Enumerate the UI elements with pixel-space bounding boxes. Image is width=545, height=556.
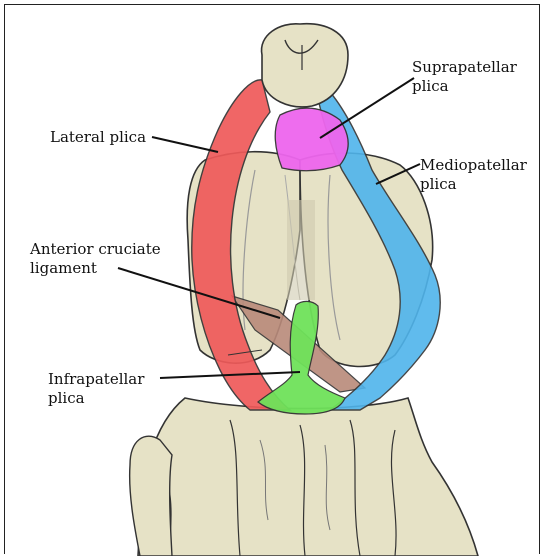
leader-lateral [152,137,218,152]
suprapatellar-plica [275,108,348,171]
label-lateral-plica: Lateral plica [50,128,146,147]
label-anterior-cruciate-ligament: Anterior cruciate ligament [30,240,161,278]
fibula-head [130,436,172,556]
label-suprapatellar-plica: Suprapatellar plica [412,58,517,96]
patella [262,24,348,107]
tibia-bone [138,398,478,556]
label-infrapatellar-plica: Infrapatellar plica [48,370,144,408]
label-mediopatellar-plica: Mediopatellar plica [420,156,527,194]
